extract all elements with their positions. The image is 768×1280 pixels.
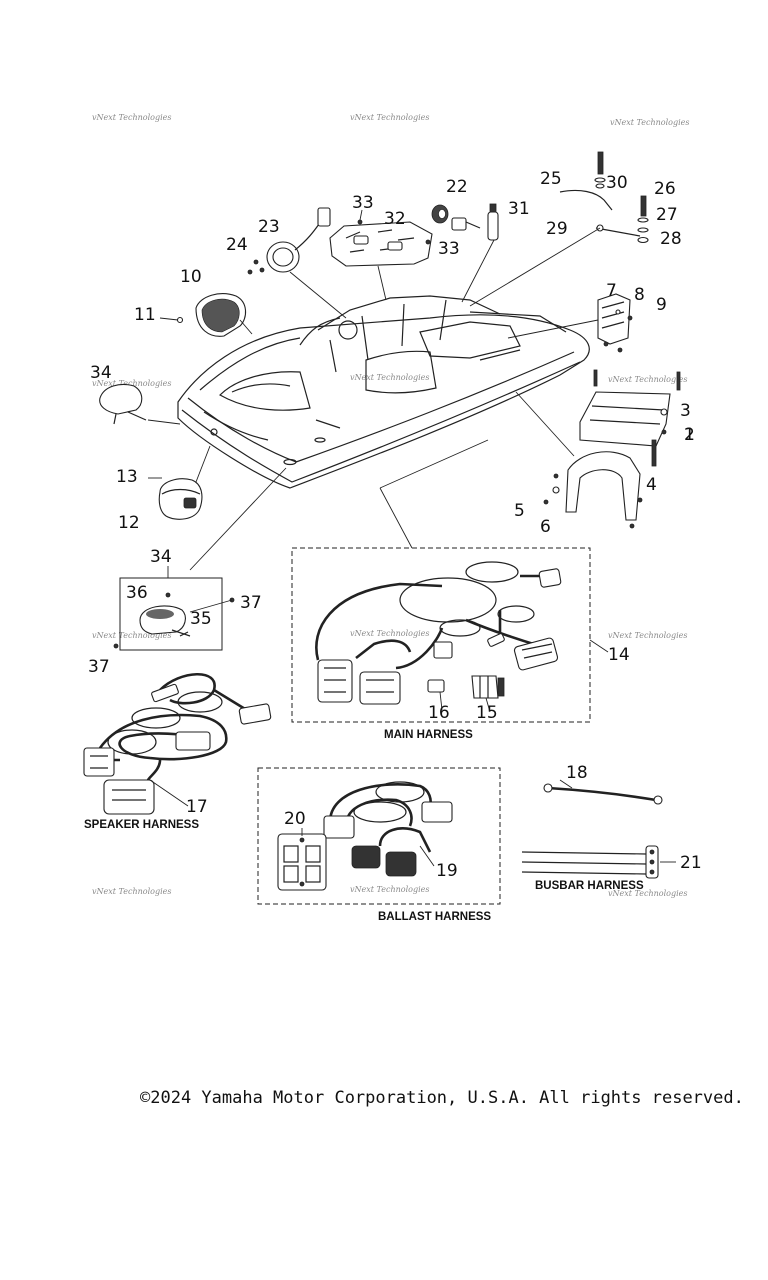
light-part-34 xyxy=(99,383,181,425)
bolt-part-30 xyxy=(594,151,606,189)
courtesy-light-assembly-34 xyxy=(113,566,235,651)
callout-37: 37 xyxy=(240,593,262,613)
callout-11: 11 xyxy=(134,305,156,325)
watermark: vNext Technologies xyxy=(610,118,689,127)
main-harness-label: MAIN HARNESS xyxy=(384,729,473,741)
callout-8: 8 xyxy=(634,285,645,305)
callout-34: 34 xyxy=(150,547,172,567)
callout-4: 4 xyxy=(646,475,657,495)
callout-33: 33 xyxy=(352,193,374,213)
callout-18: 18 xyxy=(566,763,588,783)
callout-35: 35 xyxy=(190,609,212,629)
watermark: vNext Technologies xyxy=(350,373,429,382)
callout-9: 9 xyxy=(656,295,667,315)
speaker-part-10 xyxy=(195,293,253,337)
sensor-part-31 xyxy=(451,203,499,303)
grommet-part-22 xyxy=(431,204,449,224)
watermark: vNext Technologies xyxy=(608,631,687,640)
control-unit-part-1 xyxy=(579,369,681,467)
ballast-harness-label: BALLAST HARNESS xyxy=(378,911,491,923)
watermark: vNext Technologies xyxy=(608,375,687,384)
callout-7: 7 xyxy=(606,281,617,301)
watermark: vNext Technologies xyxy=(608,889,687,898)
callout-13: 13 xyxy=(116,467,138,487)
callouts: 1 2 2 3 4 5 6 7 8 9 10 11 12 13 14 15 16… xyxy=(88,169,702,881)
watermark: vNext Technologies xyxy=(350,885,429,894)
callout-3: 3 xyxy=(680,401,691,421)
callout-34: 34 xyxy=(90,363,112,383)
boat-hull xyxy=(177,295,590,489)
speaker-harness-assembly xyxy=(83,672,272,815)
callout-24: 24 xyxy=(226,235,248,255)
panel-part-32 xyxy=(329,221,433,301)
section-labels: MAIN HARNESS SPEAKER HARNESS BALLAST HAR… xyxy=(84,729,644,923)
watermark: vNext Technologies xyxy=(350,113,429,122)
callout-29: 29 xyxy=(546,219,568,239)
watermarks: vNext Technologies vNext Technologies vN… xyxy=(92,113,689,898)
callout-32: 32 xyxy=(384,209,406,229)
callout-37: 37 xyxy=(88,657,110,677)
callout-21: 21 xyxy=(680,853,702,873)
callout-5: 5 xyxy=(514,501,525,521)
callout-14: 14 xyxy=(608,645,630,665)
busbar-harness-label: BUSBAR HARNESS xyxy=(535,880,644,892)
callout-12: 12 xyxy=(118,513,140,533)
callout-20: 20 xyxy=(284,809,306,829)
callout-15: 15 xyxy=(476,703,498,723)
rod-part-25 xyxy=(469,189,641,307)
callout-19: 19 xyxy=(436,861,458,881)
callout-36: 36 xyxy=(126,583,148,603)
callout-33: 33 xyxy=(438,239,460,259)
callout-1: 1 xyxy=(684,425,695,445)
busbar-part-21 xyxy=(521,845,676,879)
callout-25: 25 xyxy=(540,169,562,189)
cable-part-18 xyxy=(543,779,663,805)
watermark: vNext Technologies xyxy=(92,887,171,896)
watermark: vNext Technologies xyxy=(92,379,171,388)
main-harness-assembly xyxy=(291,547,591,723)
callout-10: 10 xyxy=(180,267,202,287)
screw-part-11 xyxy=(159,316,184,324)
callout-6: 6 xyxy=(540,517,551,537)
screws-part-24 xyxy=(247,259,265,275)
callout-28: 28 xyxy=(660,229,682,249)
bracket-part-4 xyxy=(515,391,643,529)
callout-16: 16 xyxy=(428,703,450,723)
copyright-notice: ©2024 Yamaha Motor Corporation, U.S.A. A… xyxy=(140,1088,744,1108)
callout-23: 23 xyxy=(258,217,280,237)
ballast-harness-assembly xyxy=(257,767,501,905)
screws-part-33 xyxy=(357,209,431,245)
leader-14 xyxy=(589,639,609,653)
watermark: vNext Technologies xyxy=(92,631,171,640)
callout-22: 22 xyxy=(446,177,468,197)
fuse-box-part-7 xyxy=(507,293,633,353)
speaker-harness-label: SPEAKER HARNESS xyxy=(84,819,199,831)
watermark: vNext Technologies xyxy=(92,113,171,122)
callout-17: 17 xyxy=(186,797,208,817)
leader-courtesy-light xyxy=(189,467,287,571)
watermark: vNext Technologies xyxy=(350,629,429,638)
callout-31: 31 xyxy=(508,199,530,219)
callout-27: 27 xyxy=(656,205,678,225)
callout-2: 2 xyxy=(684,425,695,445)
bolt-part-26-27-28 xyxy=(637,195,649,244)
callout-30: 30 xyxy=(606,173,628,193)
leader-main-harness xyxy=(379,439,489,549)
callout-26: 26 xyxy=(654,179,676,199)
ring-part-23 xyxy=(266,207,347,319)
light-part-12 xyxy=(148,445,211,520)
